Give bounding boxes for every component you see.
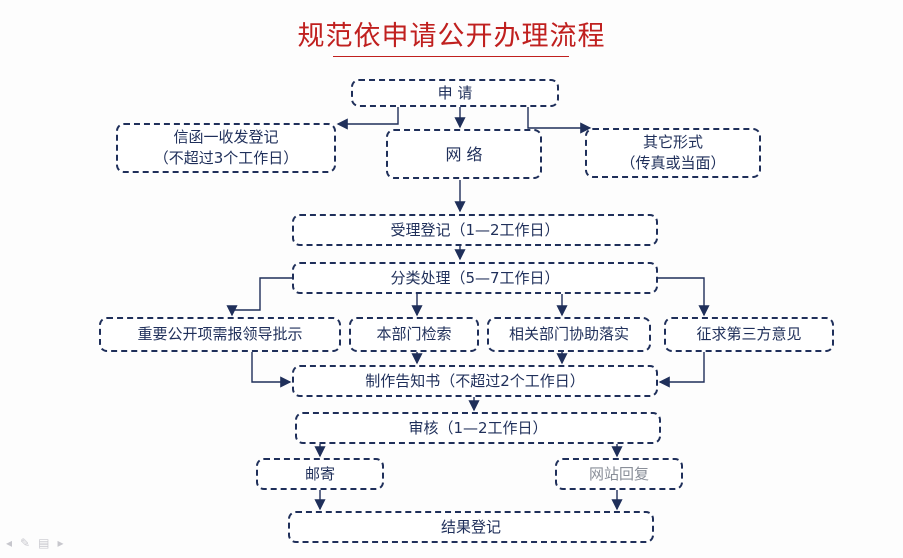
node-other-sublabel: （传真或当面） — [620, 154, 726, 172]
slide-toolbar: ◂ ✎ ▤ ▸ — [6, 536, 63, 550]
arrow-leader-notice — [251, 352, 292, 388]
node-network-label: 网 络 — [445, 144, 483, 164]
arrow-apply-other — [527, 106, 592, 134]
node-classify: 分类处理（5—7工作日） — [292, 262, 658, 294]
node-mail: 邮寄 — [256, 458, 384, 490]
node-notice: 制作告知书（不超过2个工作日） — [292, 365, 658, 397]
node-third-label: 征求第三方意见 — [696, 325, 802, 343]
node-network: 网 络 — [386, 129, 542, 179]
prev-slide-icon[interactable]: ◂ — [6, 536, 13, 550]
node-web-reply: 网站回复 — [555, 458, 683, 490]
node-assist: 相关部门协助落实 — [487, 317, 651, 352]
node-other-label: 其它形式 — [642, 133, 703, 151]
node-result: 结果登记 — [288, 511, 654, 543]
node-leader-label: 重要公开项需报领导批示 — [137, 325, 303, 343]
node-apply: 申 请 — [351, 79, 559, 107]
node-review: 审核（1—2工作日） — [295, 412, 661, 444]
node-classify-label: 分类处理（5—7工作日） — [390, 268, 560, 287]
node-accept-label: 受理登记（1—2工作日） — [390, 220, 560, 239]
page-title: 规范依申请公开办理流程 — [297, 21, 606, 52]
arrow-apply-letter — [336, 106, 399, 130]
node-mail-label: 邮寄 — [304, 464, 335, 483]
node-assist-label: 相关部门协助落实 — [508, 325, 629, 343]
node-leader: 重要公开项需报领导批示 — [99, 317, 341, 352]
node-search-label: 本部门检索 — [376, 325, 452, 343]
node-accept: 受理登记（1—2工作日） — [292, 214, 658, 246]
menu-icon[interactable]: ▤ — [38, 536, 50, 550]
node-notice-label: 制作告知书（不超过2个工作日） — [365, 371, 585, 390]
title-underline — [333, 56, 569, 57]
node-letter-sublabel: （不超过3个工作日） — [153, 149, 299, 167]
node-web-reply-label: 网站回复 — [588, 464, 649, 483]
node-search: 本部门检索 — [349, 317, 479, 352]
node-letter: 信函一收发登记 （不超过3个工作日） — [116, 123, 336, 173]
node-letter-label: 信函一收发登记 — [173, 128, 279, 146]
pen-icon[interactable]: ✎ — [20, 536, 31, 550]
node-review-label: 审核（1—2工作日） — [408, 418, 548, 437]
node-other: 其它形式 （传真或当面） — [585, 128, 761, 178]
node-apply-label: 申 请 — [437, 83, 473, 102]
node-result-label: 结果登记 — [440, 517, 501, 536]
arrow-classify-third — [658, 277, 710, 317]
next-slide-icon[interactable]: ▸ — [57, 536, 64, 550]
arrow-third-notice — [658, 352, 705, 388]
node-third: 征求第三方意见 — [664, 317, 834, 352]
arrow-classify-leader — [226, 277, 292, 317]
